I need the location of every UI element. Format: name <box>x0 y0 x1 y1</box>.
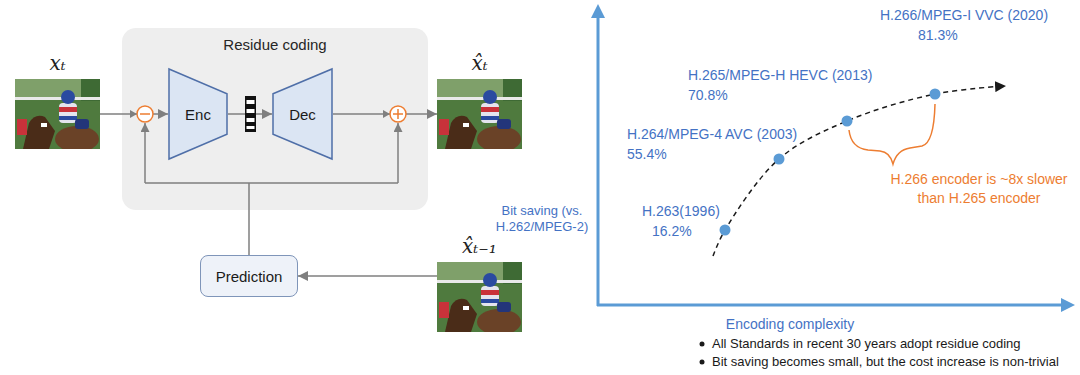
standard-name: H.265/MPEG-H HEVC (2013) <box>688 67 872 83</box>
frame-node: x̂ₜ <box>437 49 522 149</box>
band-title: Residue coding <box>223 36 326 53</box>
data-point <box>842 116 853 127</box>
prediction-wire <box>397 123 399 183</box>
standard-name: H.263(1996) <box>642 203 720 219</box>
band-ground <box>122 28 428 210</box>
bitstream-bar <box>247 126 255 129</box>
flow-connector <box>248 210 250 255</box>
axis-title: Encoding complexity <box>690 316 890 332</box>
bit-saving-value: 55.4% <box>627 146 667 162</box>
frame-node: x̂ₜ₋₁ <box>437 232 522 332</box>
frame-label: x̂ₜ <box>471 49 487 75</box>
subtract-symbol <box>137 106 153 122</box>
bullet-dot <box>700 360 705 365</box>
frame-node: xₜ <box>15 49 100 149</box>
data-point <box>720 225 731 236</box>
y-axis <box>591 4 605 18</box>
bullet-dot <box>700 342 705 347</box>
bit-saving-value: 16.2% <box>652 223 692 239</box>
block-label: Dec <box>289 106 316 123</box>
frame-photo <box>437 262 522 335</box>
bullet-note: Bit saving becomes small, but the cost i… <box>712 354 1059 370</box>
bit-saving-value: 70.8% <box>688 87 728 103</box>
bitstream-bar <box>247 109 255 113</box>
arrow-head <box>130 110 137 118</box>
standard-name: H.264/MPEG-4 AVC (2003) <box>627 126 797 142</box>
prediction-box: Prediction <box>200 255 298 297</box>
add-symbol <box>393 109 403 119</box>
encoder-trapezoid-outline <box>169 69 227 159</box>
decoder-trapezoid-outline <box>273 69 332 159</box>
frame-area <box>437 262 522 332</box>
bitstream-bar <box>245 96 256 132</box>
frame-area <box>437 79 522 149</box>
data-point <box>930 89 941 100</box>
flow-connector <box>298 275 437 277</box>
x-axis <box>1061 298 1075 312</box>
block-label: Prediction <box>216 268 283 285</box>
add-symbol <box>390 106 406 122</box>
bitstream-bar <box>247 100 255 104</box>
bit-saving-value: 81.3% <box>918 27 958 43</box>
encoder-trapezoid: Enc <box>168 68 228 160</box>
prediction-wire <box>144 123 146 183</box>
frame-label: x̂ₜ₋₁ <box>462 232 497 258</box>
frame-photo <box>15 79 100 152</box>
range-brace <box>849 104 935 164</box>
arrow-head <box>383 110 390 118</box>
frame-label: xₜ <box>49 49 65 75</box>
y-axis <box>597 16 600 306</box>
axis-title: Bit saving (vs. H.262/MPEG-2) <box>493 203 591 235</box>
standard-name: H.266/MPEG-I VVC (2020) <box>880 7 1048 23</box>
prediction-wire <box>145 183 398 210</box>
x-axis <box>597 304 1062 307</box>
decoder-trapezoid: Dec <box>272 68 333 160</box>
subtract-symbol <box>140 113 150 115</box>
bullet-note: All Standards in recent 30 years adopt r… <box>712 336 1021 352</box>
bitstream-bar <box>247 118 255 122</box>
annotation-note: H.266 encoder is ~8x slower than H.265 e… <box>890 170 1068 208</box>
residue-coding-band: Residue codingEnc Dec <box>122 28 428 210</box>
frame-photo <box>437 79 522 152</box>
block-label: Enc <box>185 106 211 123</box>
frame-area <box>15 79 100 149</box>
data-point <box>774 154 785 165</box>
